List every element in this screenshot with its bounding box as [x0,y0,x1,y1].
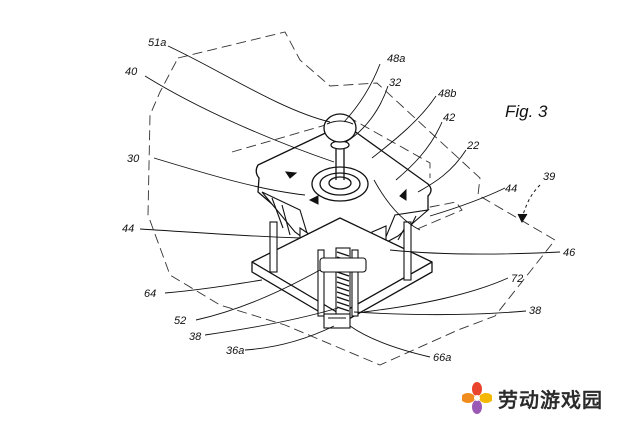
label-48b: 48b [438,88,456,100]
watermark: 劳动游戏园 [462,381,603,415]
label-22: 22 [466,140,479,152]
label-38-left: 38 [189,331,202,343]
label-48a: 48a [387,53,405,65]
label-66a: 66a [433,352,451,364]
figure-title: Fig. 3 [505,102,548,121]
label-64: 64 [144,288,156,300]
label-72: 72 [511,273,523,285]
joystick [311,113,369,202]
housing-outline [147,31,556,366]
label-32: 32 [389,77,401,89]
label-38-right: 38 [529,305,542,317]
pinwheel-logo-icon [462,382,492,414]
label-30: 30 [127,153,140,165]
label-44-right: 44 [505,183,517,195]
label-36a: 36a [226,345,244,357]
label-51a: 51a [148,37,166,49]
label-40: 40 [125,66,138,78]
label-39: 39 [543,171,555,183]
leader-lines [139,45,561,358]
label-44-left: 44 [122,223,134,235]
lead-screw [319,247,367,329]
watermark-text: 劳动游戏园 [498,387,603,412]
arrow-39 [517,184,541,224]
label-42: 42 [443,112,455,124]
plate-arrows [284,171,407,205]
label-46: 46 [563,247,576,259]
label-52: 52 [174,315,186,327]
